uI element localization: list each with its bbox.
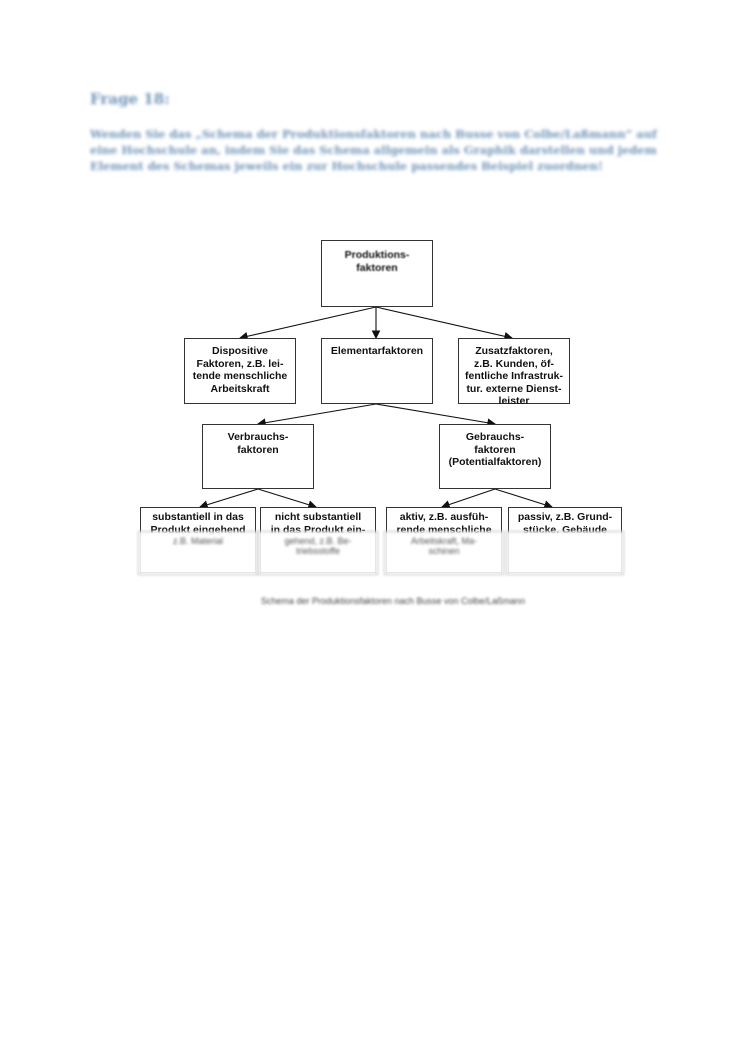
box-gebrauchsfaktoren: Gebrauchs- faktoren (Potentialfaktoren)	[439, 424, 551, 489]
box-label: Verbrauchs- faktoren	[227, 431, 289, 456]
connector-verbrauch-substantiell	[198, 488, 259, 509]
box-elementarfaktoren: Elementarfaktoren	[321, 338, 433, 404]
box-dispositive-faktoren: Dispositive Faktoren, z.B. lei- tende me…	[184, 338, 296, 404]
box-label: Zusatzfaktoren, z.B. Kunden, öf- fentlic…	[464, 345, 564, 407]
connector-root-dispositive	[238, 306, 377, 341]
box-label: Produktions- faktoren	[344, 249, 410, 274]
box-verbrauchsfaktoren: Verbrauchs- faktoren	[202, 424, 314, 489]
figure-caption: Schema der Produktionsfaktoren nach Buss…	[260, 596, 526, 606]
blur-overlay	[138, 531, 258, 575]
question-title: Frage 18:	[90, 90, 170, 108]
box-label: Gebrauchs- faktoren (Potentialfaktoren)	[448, 431, 542, 468]
connector-elementar-verbrauch	[256, 403, 377, 428]
connector-verbrauch-nicht-substantiell	[257, 488, 318, 509]
connector-root-zusatz	[375, 306, 514, 341]
box-label: Dispositive Faktoren, z.B. lei- tende me…	[192, 345, 288, 395]
blur-overlay	[258, 531, 378, 575]
connector-gebrauch-aktiv	[440, 488, 496, 509]
box-produktionsfaktoren: Produktions- faktoren	[321, 240, 433, 307]
box-label: Elementarfaktoren	[330, 345, 424, 357]
blurred-text: gehend, z.B. Be- triebsstoffe	[284, 536, 352, 556]
blurred-text: z.B. Material	[172, 536, 223, 546]
blurred-text: Arbeitskraft, Ma- schinen	[410, 536, 477, 556]
question-text: Wenden Sie das „Schema der Produktionsfa…	[90, 127, 657, 173]
blur-overlay	[384, 531, 504, 575]
connector-elementar-gebrauch	[375, 403, 497, 428]
box-zusatzfaktoren: Zusatzfaktoren, z.B. Kunden, öf- fentlic…	[458, 338, 570, 407]
connector-gebrauch-passiv	[494, 488, 554, 509]
blur-overlay	[506, 531, 624, 575]
